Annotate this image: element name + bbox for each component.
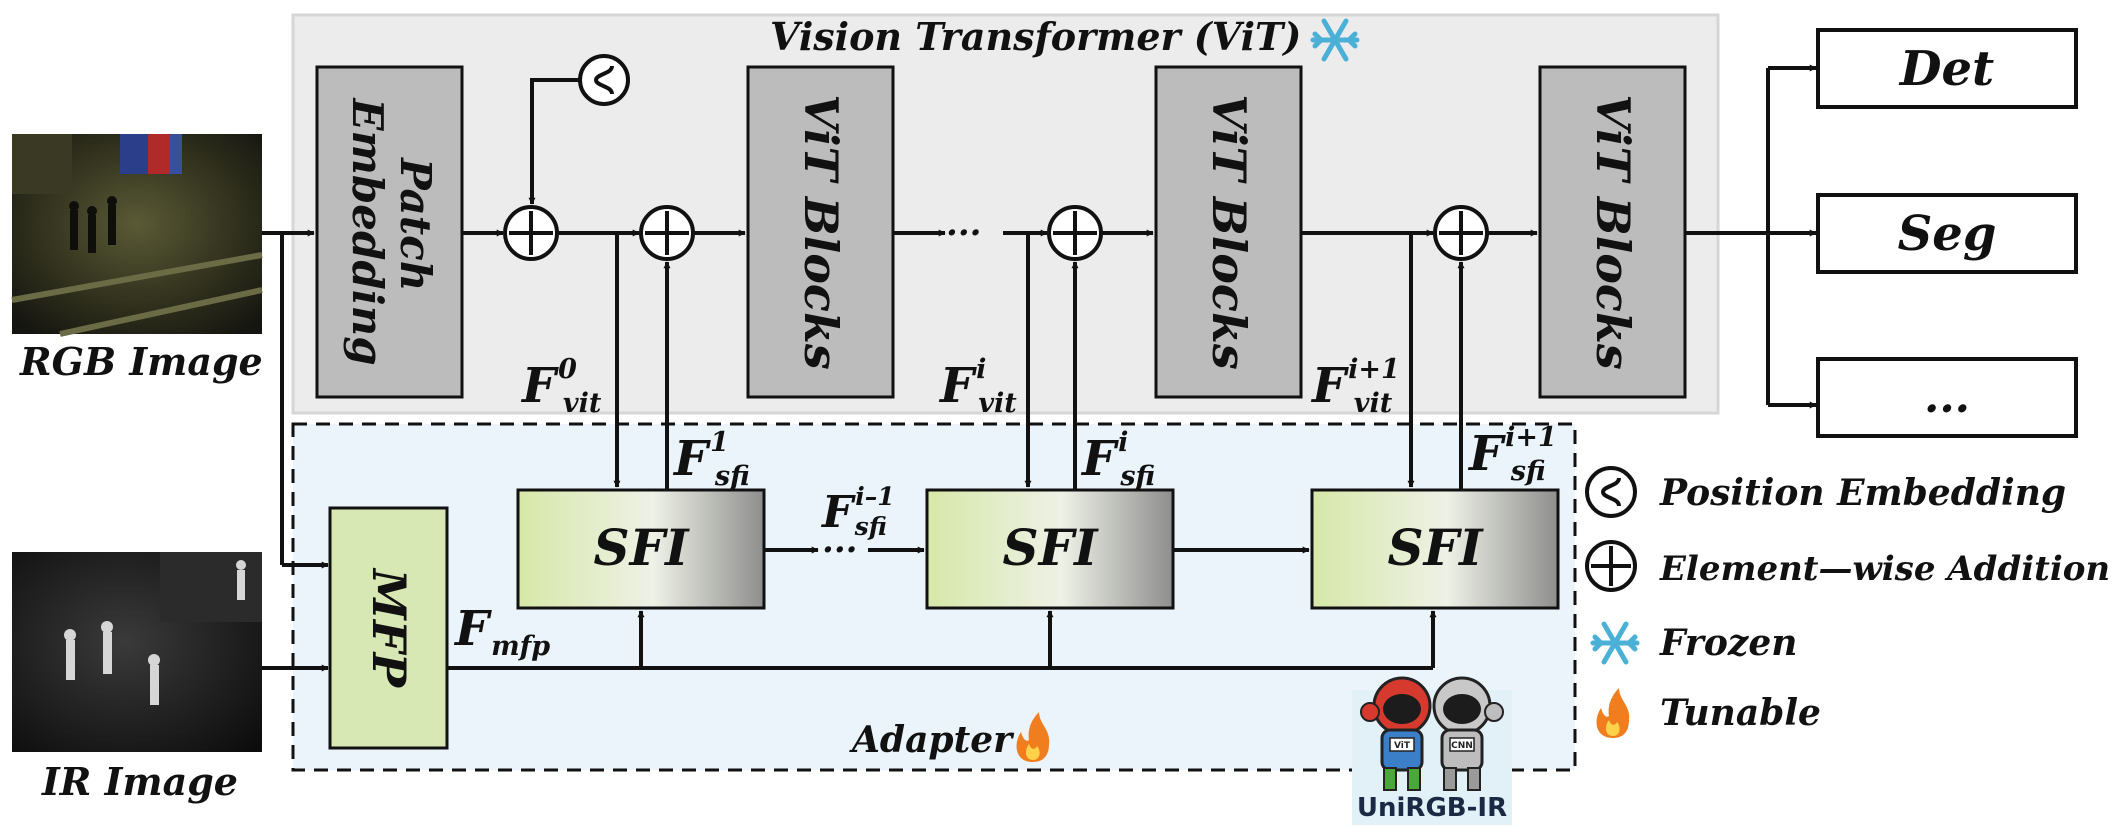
ir-image-label: IR Image	[41, 759, 238, 804]
legend-addition-icon	[1585, 540, 1637, 592]
legend-frozen: Frozen	[1659, 622, 1797, 664]
rgb-image-label: RGB Image	[19, 339, 263, 384]
adapter-label: Adapter	[849, 719, 1015, 761]
vit-panel	[291, 13, 1720, 415]
mascot-brand: UniRGB-IR	[1357, 793, 1507, 823]
more-output-box	[1816, 357, 2078, 438]
f-mfp: Fmfp	[453, 601, 550, 662]
vit-ellipsis: ···	[946, 213, 982, 253]
vit-blocks-2	[1154, 65, 1303, 399]
mfp-label: MFP	[362, 567, 416, 689]
patch-embedding-block	[315, 65, 464, 399]
rgb-image	[11, 134, 263, 337]
adapter-connectors	[447, 233, 1465, 670]
main-flow-connectors	[262, 64, 1817, 672]
vit-blocks-3	[1538, 65, 1687, 399]
seg-output-box	[1816, 193, 2078, 274]
legend-flame-icon	[1596, 688, 1630, 738]
det-output-label: Det	[1898, 41, 1994, 97]
flame-icon	[1016, 712, 1050, 762]
sfi-block-1	[516, 488, 766, 610]
legend-snowflake-icon	[1590, 621, 1640, 665]
vit-blocks-3-label: ViT Blocks	[1586, 94, 1640, 369]
sfi-block-2	[925, 488, 1175, 610]
more-output-label: ...	[1924, 372, 1970, 423]
addition-icon-1	[639, 205, 695, 261]
sfi-block-1-label: SFI	[594, 518, 691, 577]
position-embedding-icon	[578, 54, 630, 106]
vit-title: Vision Transformer (ViT)	[770, 14, 1301, 59]
vit-blocks-1-label: ViT Blocks	[794, 94, 848, 369]
mfp-block	[328, 506, 449, 750]
patch-embedding-label-1: Patch	[391, 157, 440, 291]
det-output-box	[1816, 28, 2078, 109]
snowflake-icon	[1310, 18, 1360, 62]
cnn-robot-icon: CNN	[1432, 676, 1504, 791]
seg-output-label: Seg	[1898, 206, 1997, 262]
addition-icon-pos	[503, 205, 559, 261]
legend-element-wise-addition: Element—wise Addition	[1659, 549, 2110, 589]
vit-blocks-1	[746, 65, 895, 399]
vit-robot-icon: ViT	[1360, 676, 1432, 791]
addition-icon-2	[1047, 205, 1103, 261]
patch-embedding-label-2: Embedding	[343, 97, 392, 365]
vit-badge: ViT	[1394, 741, 1411, 751]
legend-tunable: Tunable	[1660, 692, 1821, 734]
svg-text:Patch Embedding: Patch Embedding	[343, 97, 440, 365]
addition-icon-3	[1433, 205, 1489, 261]
mascot-logo: ViT CNN UniRGB-IR	[1352, 676, 1512, 825]
sfi-block-3	[1310, 488, 1560, 610]
ir-image	[12, 552, 262, 752]
cnn-badge: CNN	[1451, 741, 1473, 751]
adapter-ellipsis: ···	[822, 530, 858, 570]
sfi-block-2-label: SFI	[1003, 518, 1100, 577]
vit-blocks-2-label: ViT Blocks	[1202, 94, 1256, 369]
legend-position-embedding-icon	[1585, 466, 1637, 518]
legend-position-embedding: Position Embedding	[1659, 472, 2066, 514]
sfi-block-3-label: SFI	[1388, 518, 1485, 577]
